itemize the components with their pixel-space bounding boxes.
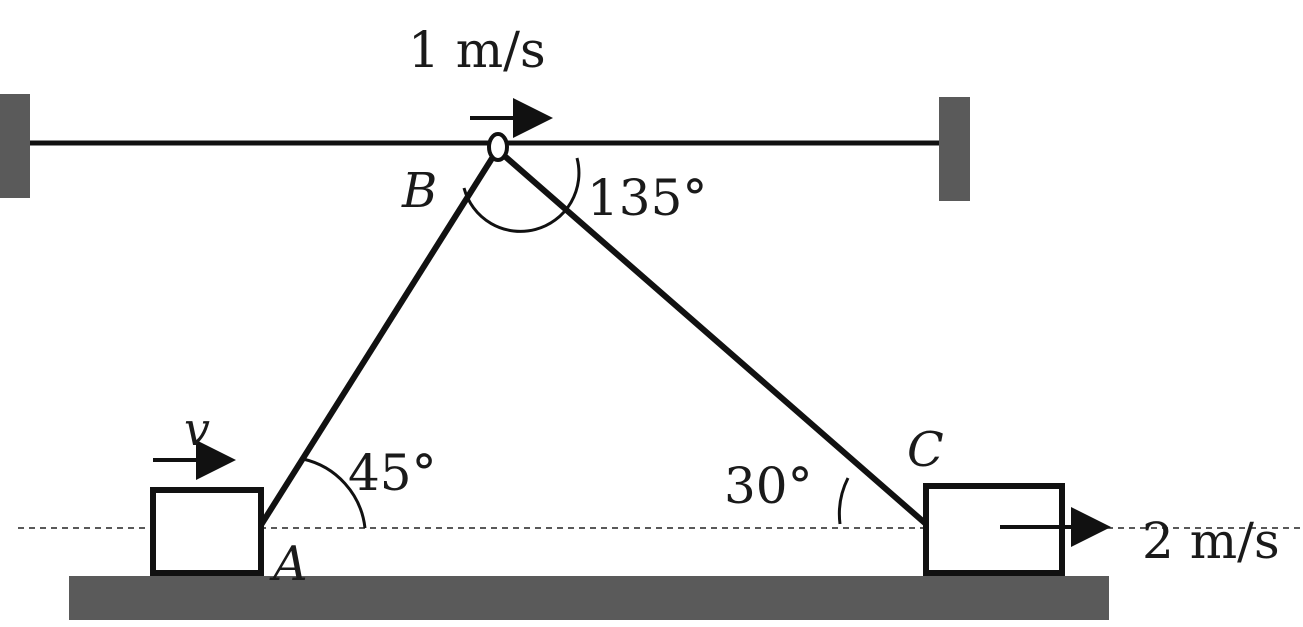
label-point-a: A (269, 536, 308, 592)
label-velocity-b: 1 m/s (408, 21, 546, 79)
ground (69, 576, 1109, 620)
label-angle-b: 135° (587, 169, 707, 227)
block-a (150, 487, 264, 576)
label-point-b: B (401, 163, 437, 219)
right-wall-support (939, 97, 970, 201)
label-velocity-a: v (184, 402, 210, 456)
label-angle-a: 45° (348, 444, 437, 502)
angle-arc-a (302, 457, 367, 529)
label-angle-c: 30° (724, 457, 813, 515)
slider-ring-b (487, 132, 509, 162)
rod-bc (498, 149, 928, 527)
angle-arc-c (837, 477, 850, 525)
label-point-c: C (907, 422, 944, 478)
left-wall-support (0, 94, 30, 198)
angle-arc-b (462, 157, 581, 233)
label-velocity-c: 2 m/s (1142, 512, 1280, 570)
rod-ab (258, 150, 499, 527)
block-c (923, 483, 1065, 576)
